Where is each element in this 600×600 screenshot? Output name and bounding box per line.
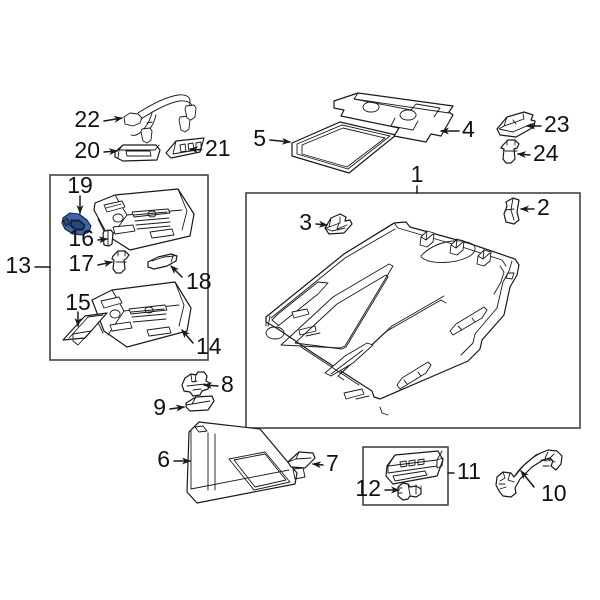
callout-17: 17 (68, 250, 94, 276)
callout-9: 9 (153, 394, 166, 420)
part-retainer-clip (324, 213, 353, 235)
part-lamp-bulb (397, 482, 422, 501)
callout-19: 19 (67, 172, 93, 198)
callout-11: 11 (457, 458, 481, 484)
part-microphone-bracket-highlighted (61, 212, 92, 236)
part-console-fastener (111, 250, 130, 274)
callout-18: 18 (186, 268, 212, 294)
part-assist-grab-handle (495, 449, 563, 498)
part-console-lamp-lens (147, 253, 178, 270)
callout-24: 24 (533, 140, 559, 166)
part-map-lamp-switch (114, 144, 161, 162)
part-headliner-clip (503, 197, 520, 225)
part-visor-cover (185, 395, 215, 412)
callout-22: 22 (74, 106, 100, 132)
callout-10: 10 (541, 480, 567, 506)
part-console-lens (62, 312, 108, 346)
callout-1: 1 (411, 161, 424, 187)
part-sunroof-reinforcement-panel (333, 92, 454, 143)
callout-6: 6 (157, 446, 170, 472)
callout-21: 21 (205, 135, 231, 161)
callout-8: 8 (221, 371, 234, 397)
part-console-screw (102, 229, 114, 247)
callout-3: 3 (299, 209, 312, 235)
callout-15: 15 (65, 289, 91, 315)
part-overhead-console-lower (91, 281, 192, 348)
part-visor-retainer-bracket (496, 111, 536, 138)
part-overhead-console-upper (93, 188, 195, 251)
reading-lamp-box (362, 446, 449, 506)
part-sunroof-opening-trim (291, 121, 397, 174)
callout-16: 16 (68, 225, 94, 251)
callout-5: 5 (253, 125, 266, 151)
part-console-switch-panel (165, 137, 205, 159)
callout-numbers: 1 2 3 4 5 6 7 8 9 10 11 12 13 14 15 16 1… (5, 106, 569, 506)
part-headliner-assembly (265, 221, 520, 416)
headliner-main-box (245, 192, 581, 429)
part-visor-retainer-screw (500, 139, 520, 164)
part-roof-wire-harness (123, 94, 197, 144)
part-reading-lamp-assembly (385, 450, 444, 485)
callout-14: 14 (196, 333, 222, 359)
callout-12: 12 (355, 475, 381, 501)
callout-13: 13 (5, 252, 31, 278)
callout-20: 20 (74, 137, 100, 163)
part-visor-bracket (181, 371, 211, 397)
callout-2: 2 (537, 194, 550, 220)
part-visor-support-cap (287, 451, 316, 469)
callout-7: 7 (326, 450, 339, 476)
leader-lines (34, 115, 542, 494)
callout-4: 4 (462, 116, 475, 142)
callout-23: 23 (544, 111, 570, 137)
